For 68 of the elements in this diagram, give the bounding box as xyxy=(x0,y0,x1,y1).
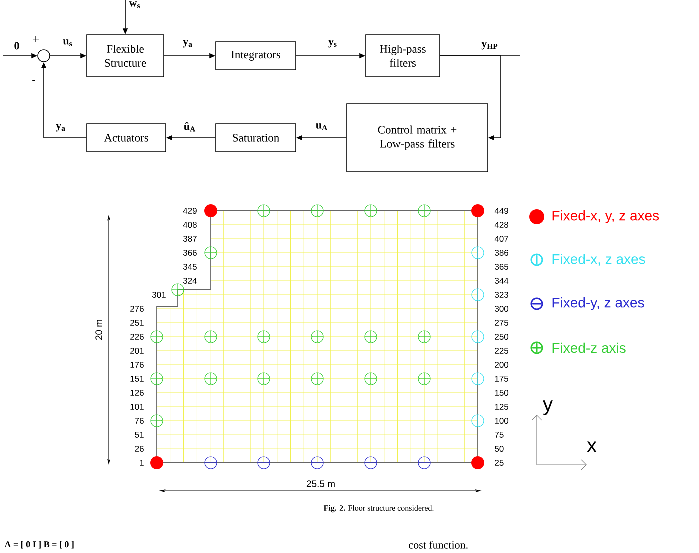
node-number: 76 xyxy=(135,418,144,424)
node-number: 251 xyxy=(130,320,144,326)
body-text: cost function. xyxy=(409,541,468,549)
signal-label: u$_{A}$ xyxy=(316,124,328,130)
node-number: 201 xyxy=(130,348,144,354)
node-number: 275 xyxy=(495,320,509,326)
node-number: 408 xyxy=(183,222,197,228)
block-box: High-pass filters xyxy=(366,34,440,78)
node-number: 428 xyxy=(494,222,509,228)
node-number: 345 xyxy=(183,264,197,270)
node-number: 407 xyxy=(494,236,508,242)
signal-label: y$_{a}$ xyxy=(56,124,66,132)
node-number: 50 xyxy=(495,446,504,452)
node-number: 344 xyxy=(495,278,509,284)
axis-label: x xyxy=(587,442,597,452)
node-number: 150 xyxy=(495,390,509,396)
summing-junction xyxy=(38,50,50,62)
node-number: 200 xyxy=(495,362,509,368)
node-number: 225 xyxy=(495,348,509,354)
legend-label: Fixed-x, z axes xyxy=(552,254,646,266)
node-number: 276 xyxy=(130,306,144,312)
block-box: Control matrix + Low-pass filters xyxy=(346,104,488,172)
node-number: 324 xyxy=(183,278,198,284)
signal-label: y$_{HP}$ xyxy=(482,42,498,50)
signal-label: w$_{s}$ xyxy=(129,2,140,8)
signal-label: y$_{s}$ xyxy=(328,40,337,48)
node-number: 126 xyxy=(130,390,144,396)
node-number: 100 xyxy=(495,418,509,424)
signal-label: u$_{s}$ xyxy=(63,40,72,46)
node-number: 75 xyxy=(495,432,504,438)
node-number: 176 xyxy=(130,362,144,368)
legend-label: Fixed-y, z axes xyxy=(552,297,644,311)
node-number: 387 xyxy=(183,236,197,242)
block-box: Saturation xyxy=(216,124,296,152)
block-box: Integrators xyxy=(216,42,296,70)
node-number: 250 xyxy=(495,334,509,340)
node-number: 386 xyxy=(495,250,509,256)
node-number: 51 xyxy=(135,432,144,438)
node-number: 125 xyxy=(495,404,509,410)
node-number: 429 xyxy=(183,208,197,214)
equation-text: A = [ 0 I ] B = [ 0 ] xyxy=(4,541,74,549)
node-number: 323 xyxy=(495,292,509,298)
legend-label: Fixed-z axis xyxy=(552,342,626,354)
node-number: 175 xyxy=(495,376,509,382)
dimension-label: 25.5 m xyxy=(306,480,335,488)
node-number: 301 xyxy=(152,292,166,298)
caption: Fig. 2. Floor structure considered. xyxy=(324,505,434,513)
block-box: Flexible Structure xyxy=(86,34,164,78)
node-number: 226 xyxy=(130,334,144,340)
axis-label: y xyxy=(543,400,553,416)
node-number: 25 xyxy=(495,460,504,466)
node-number: 151 xyxy=(130,376,144,382)
sign-label: + xyxy=(32,36,40,42)
node-number: 449 xyxy=(494,208,508,214)
signal-label: û$_{A}$ xyxy=(184,122,196,132)
node-number: 26 xyxy=(135,446,144,452)
signal-label: 0 xyxy=(14,42,20,50)
node-number: 366 xyxy=(183,250,197,256)
node-number: 365 xyxy=(495,264,509,270)
node-number: 300 xyxy=(495,306,509,312)
sign-label: - xyxy=(32,80,36,82)
legend-label: Fixed-x, y, z axes xyxy=(552,210,660,224)
arrow xyxy=(440,56,502,141)
block-box: Actuators xyxy=(86,124,166,152)
node-number: 101 xyxy=(130,404,144,410)
node-number: 1 xyxy=(140,460,144,466)
signal-label: y$_{a}$ xyxy=(183,40,192,48)
dimension-label: 20 m xyxy=(96,320,102,340)
